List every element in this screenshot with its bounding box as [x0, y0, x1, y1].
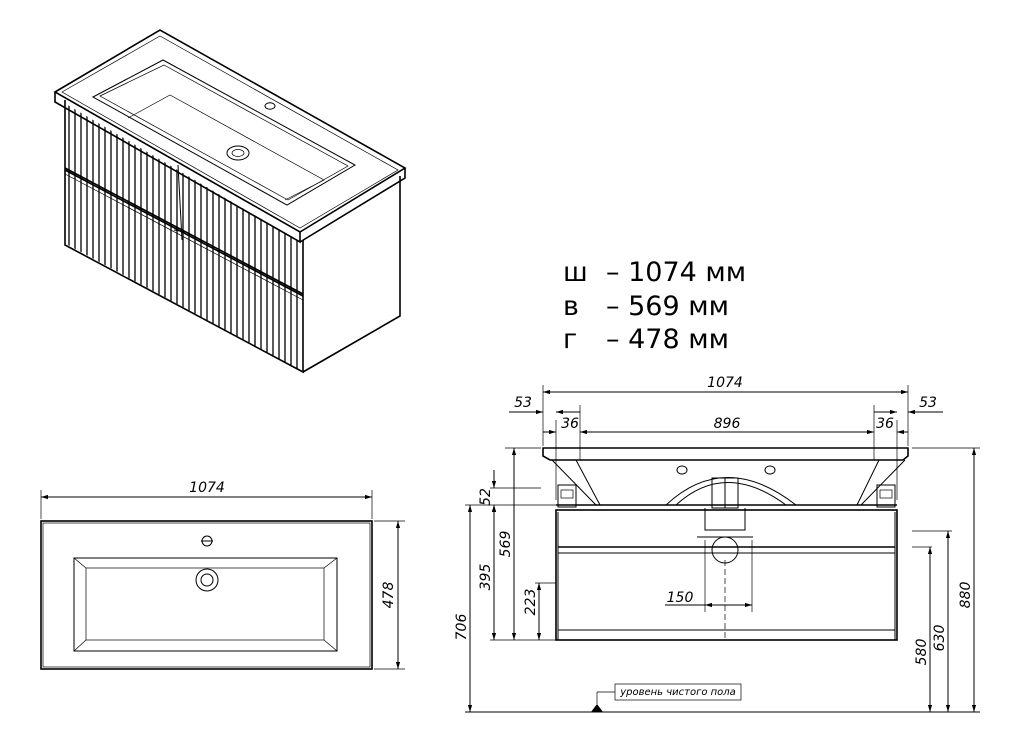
spec-height-letter: в: [563, 291, 579, 322]
overhang-right-dim: 53: [919, 395, 937, 411]
dim-880: 880: [958, 582, 974, 609]
inner-left-dim: 36: [561, 416, 579, 432]
dim-580: 580: [914, 639, 930, 666]
dim-630: 630: [932, 625, 948, 652]
dim-150: 150: [667, 590, 694, 606]
dim-395: 395: [478, 564, 494, 591]
floor-level-label: уровень чистого пола: [619, 687, 736, 698]
front-overall-width-dim: 1074: [707, 375, 743, 391]
front-view: уровень чистого пола 1074 53 53 36 896 3…: [454, 375, 980, 713]
spec-depth-letter: г: [563, 324, 577, 355]
dim-706: 706: [454, 614, 470, 641]
overhang-left-dim: 53: [514, 395, 532, 411]
dim-52: 52: [478, 488, 494, 506]
faucet-hole: [264, 102, 276, 110]
plan-view: 1074 478: [40, 480, 405, 670]
inner-right-dim: 36: [876, 416, 894, 432]
plan-depth-dim: 478: [381, 582, 397, 609]
spec-width-value: – 1074 мм: [606, 257, 746, 288]
dim-223: 223: [523, 589, 539, 616]
spec-width-letter: ш: [563, 257, 588, 288]
spec-depth-value: – 478 мм: [606, 324, 729, 355]
inner-width-dim: 896: [714, 416, 741, 432]
dimensions-summary: ш – 1074 мм в – 569 мм г – 478 мм: [563, 257, 746, 355]
dim-569: 569: [498, 531, 514, 558]
plan-drain-icon: [195, 568, 219, 592]
drain-hole: [226, 145, 250, 161]
plan-width-dim: 1074: [189, 480, 225, 496]
isometric-view: [53, 29, 407, 374]
spec-height-value: – 569 мм: [606, 291, 729, 322]
